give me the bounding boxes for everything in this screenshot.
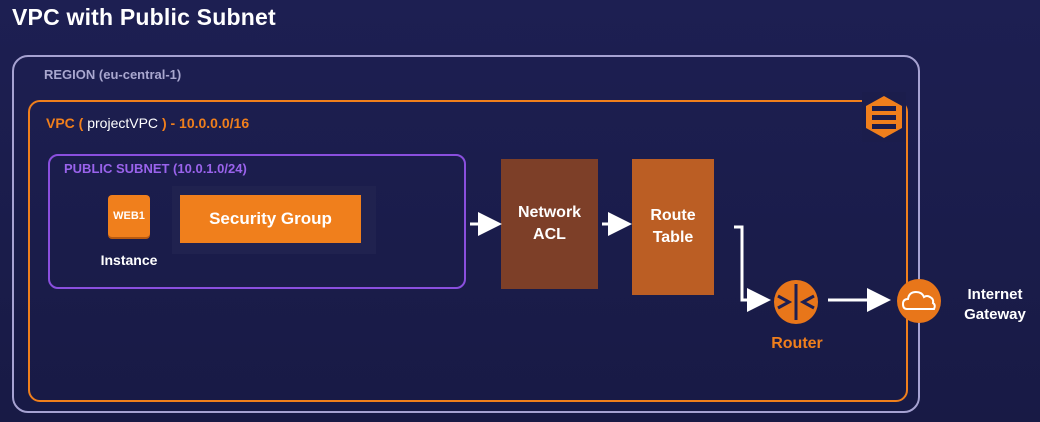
vpc-cidr: ) - 10.0.0.0/16 xyxy=(161,115,250,131)
route-table-line2: Table xyxy=(652,229,694,246)
route-table-box: Route Table xyxy=(632,159,714,295)
region-label: REGION (eu-central-1) xyxy=(44,67,182,82)
cloud-icon xyxy=(897,279,941,323)
instance-label: Instance xyxy=(100,252,158,268)
route-table-line1: Route xyxy=(650,207,696,224)
internet-gateway-line2: Gateway xyxy=(964,306,1026,323)
subnet-label: PUBLIC SUBNET (10.0.1.0/24) xyxy=(64,161,247,176)
router-label: Router xyxy=(771,335,823,352)
vpc-name: projectVPC xyxy=(87,115,159,131)
internet-gateway-label: Internet Gateway xyxy=(952,285,1038,325)
vpc-label-prefix: VPC ( xyxy=(46,115,84,131)
public-subnet-box xyxy=(48,154,466,289)
instance-icon: WEB1 xyxy=(108,195,150,237)
internet-gateway-line1: Internet xyxy=(967,286,1023,303)
arrow-route-table-to-router xyxy=(734,225,771,312)
vpc-box xyxy=(28,100,908,402)
aws-logo-icon xyxy=(862,92,906,142)
network-acl-line2: ACL xyxy=(533,226,566,243)
region-box xyxy=(12,55,920,413)
network-acl-box: Network ACL xyxy=(501,159,598,289)
page-title: VPC with Public Subnet xyxy=(12,4,276,30)
security-group-box: Security Group xyxy=(180,195,361,243)
vpc-label: VPC ( projectVPC ) - 10.0.0.0/16 xyxy=(46,115,249,131)
network-acl-line1: Network xyxy=(517,204,582,221)
router-icon xyxy=(774,280,818,324)
